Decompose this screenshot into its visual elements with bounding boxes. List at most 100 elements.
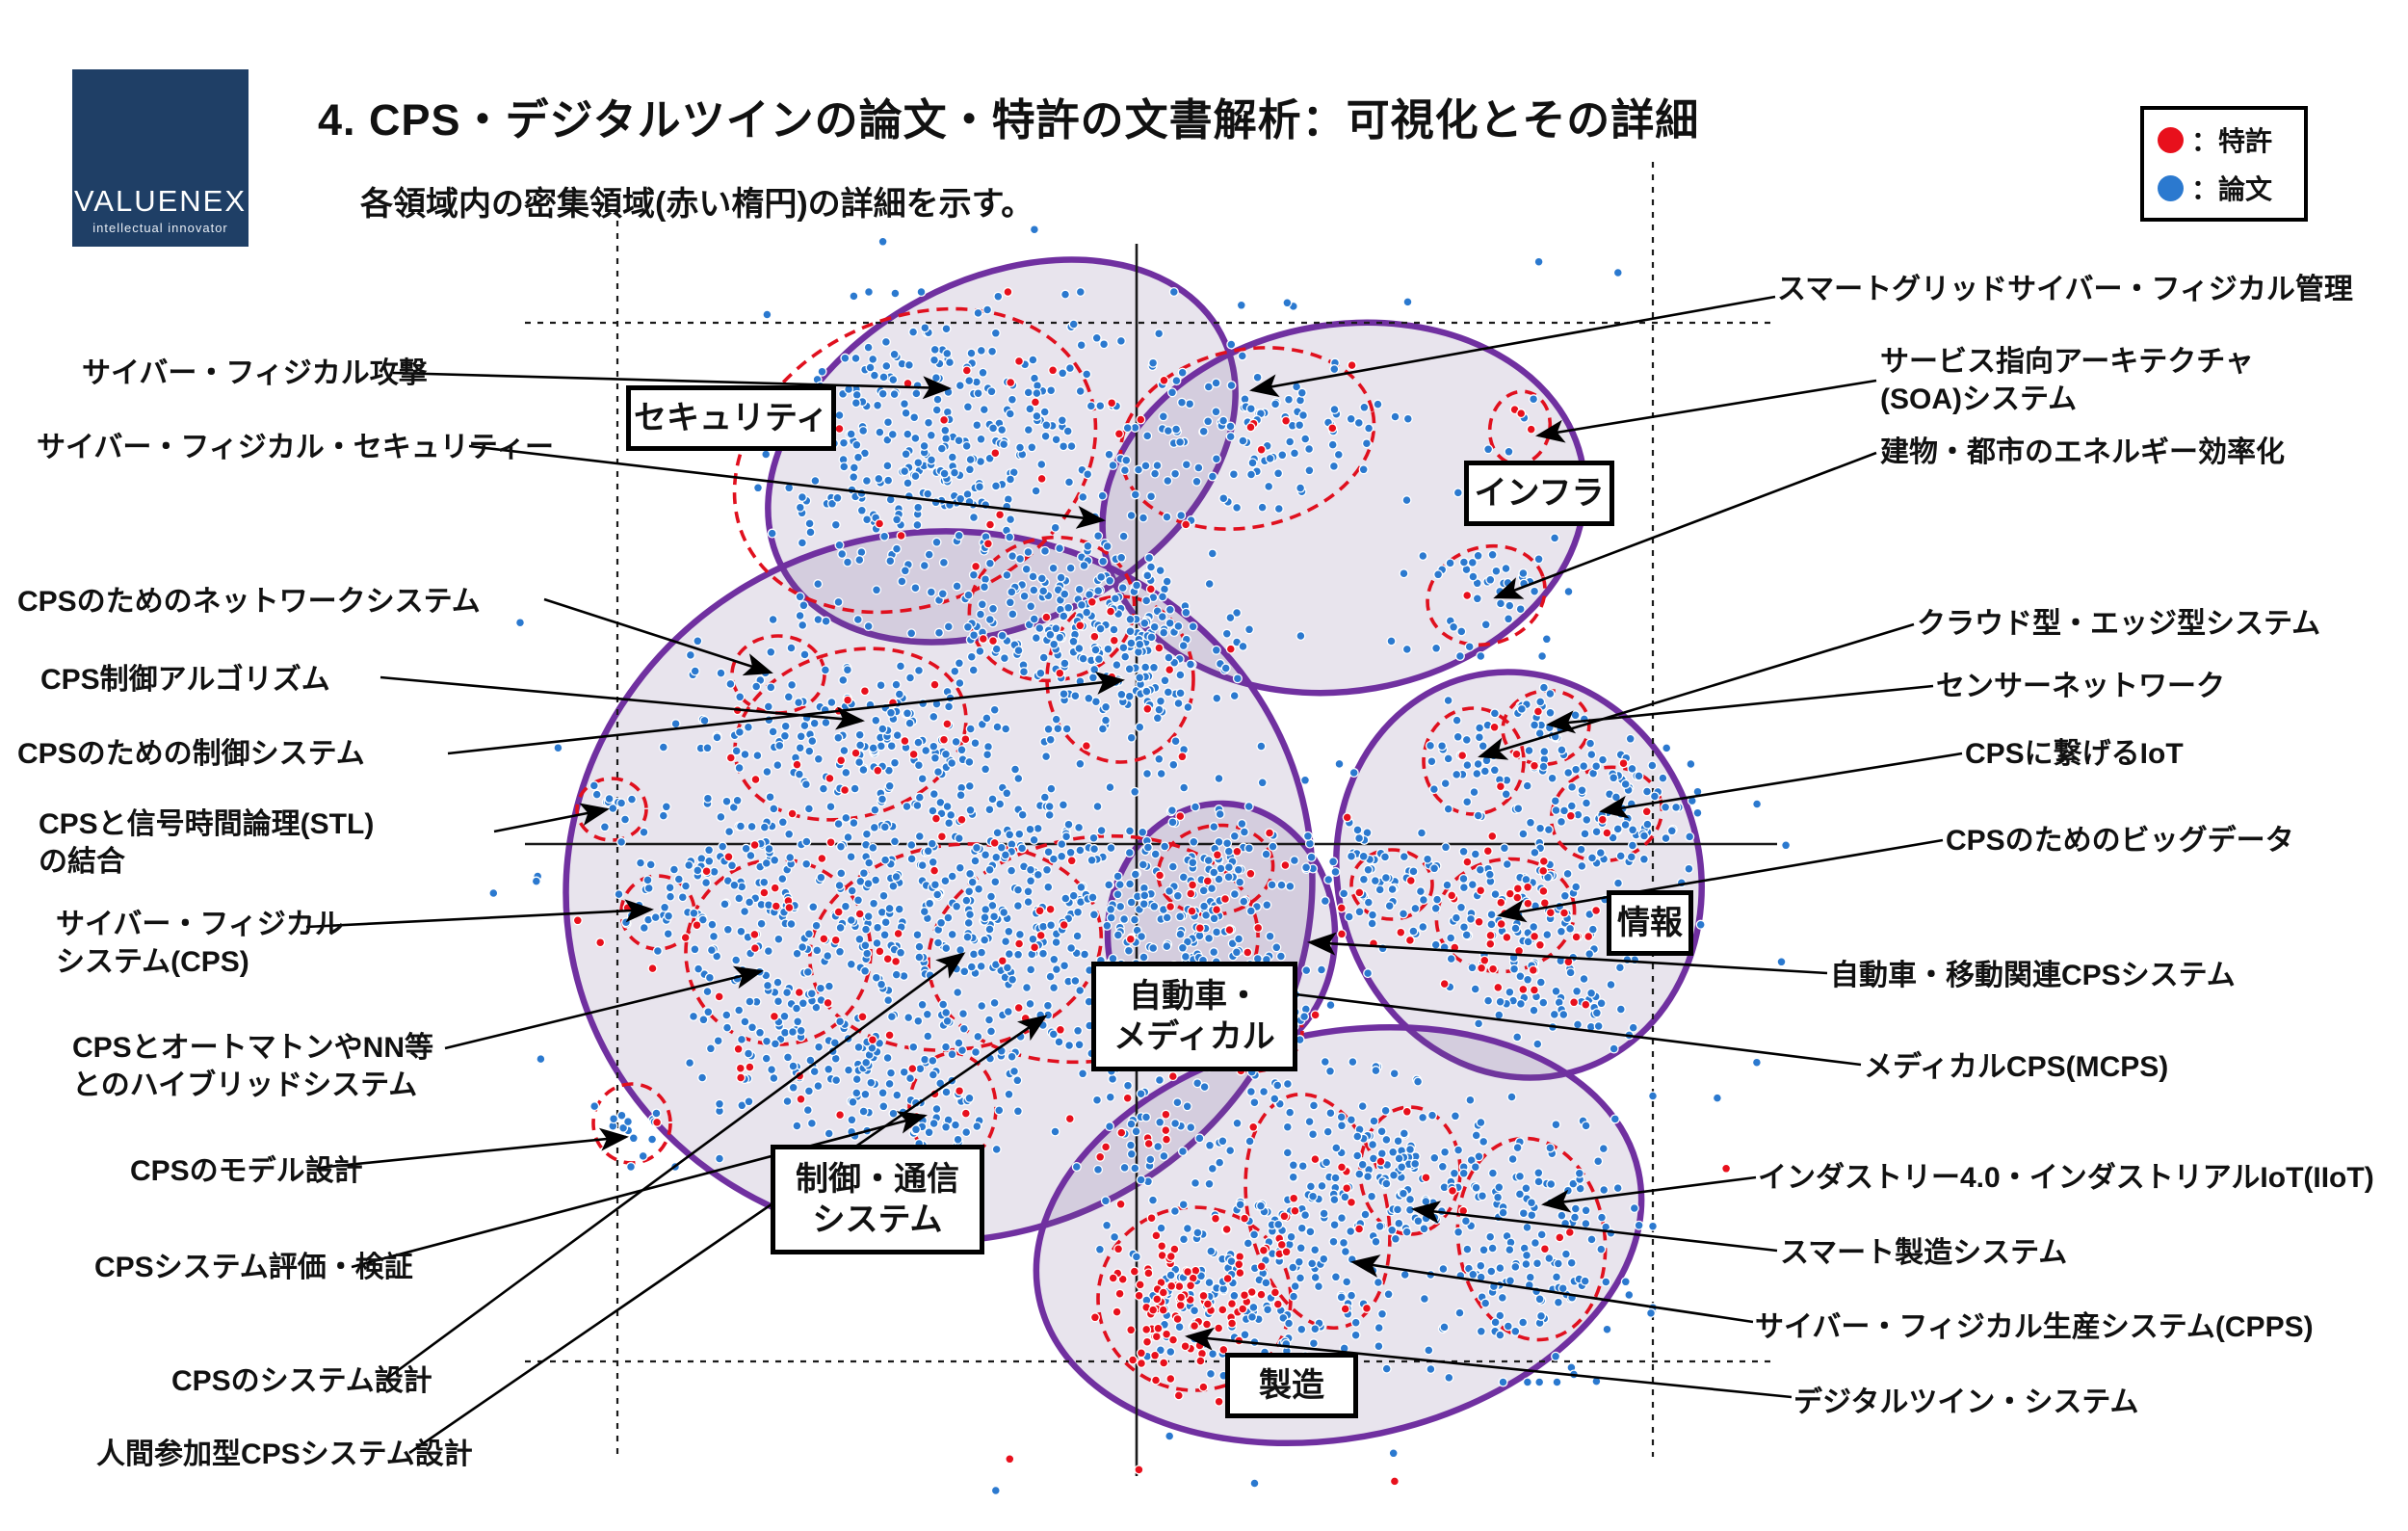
- annotation-arrow-3: [380, 675, 865, 730]
- annotation-arrow-12: [1249, 295, 1776, 398]
- paper-point: [1059, 441, 1069, 452]
- paper-point: [1106, 912, 1116, 923]
- paper-point: [1032, 388, 1042, 399]
- paper-point: [1076, 599, 1087, 610]
- paper-point: [975, 609, 986, 620]
- paper-point: [1752, 799, 1763, 809]
- paper-point: [746, 1022, 758, 1033]
- paper-point: [1535, 823, 1546, 833]
- paper-point: [1310, 1272, 1321, 1282]
- patent-point: [1405, 875, 1416, 886]
- annotation-arrow-23: [1350, 1254, 1754, 1324]
- paper-point: [878, 372, 889, 383]
- paper-point: [1248, 1302, 1259, 1312]
- paper-point: [1126, 510, 1137, 521]
- paper-point: [1125, 879, 1136, 889]
- paper-point: [1112, 930, 1123, 940]
- paper-point: [768, 614, 778, 625]
- paper-point: [734, 893, 745, 904]
- paper-point: [1363, 1172, 1374, 1182]
- paper-point: [1004, 926, 1014, 937]
- paper-point: [941, 324, 952, 334]
- paper-point: [919, 440, 929, 451]
- paper-point: [931, 537, 942, 547]
- paper-point: [1106, 904, 1116, 914]
- paper-point: [1104, 1122, 1115, 1132]
- patent-point: [1439, 979, 1450, 990]
- paper-point: [851, 398, 861, 409]
- patent-point: [1155, 870, 1165, 881]
- paper-point: [1506, 1092, 1517, 1102]
- paper-point: [982, 750, 993, 760]
- paper-point: [1429, 863, 1440, 874]
- paper-point: [1041, 864, 1053, 875]
- patent-point: [1565, 810, 1576, 821]
- paper-point: [1401, 495, 1412, 506]
- patent-point: [1530, 931, 1540, 941]
- paper-point: [1104, 880, 1114, 890]
- annotation-label-5: CPSと信号時間論理(STL) の結合: [39, 808, 375, 878]
- paper-point: [955, 677, 965, 689]
- paper-point: [1088, 910, 1099, 920]
- annotation-label-9: CPSシステム評価・検証: [94, 1252, 413, 1283]
- paper-point: [854, 757, 865, 768]
- paper-point: [1183, 701, 1193, 713]
- patent-point: [725, 752, 736, 763]
- paper-point: [895, 661, 906, 672]
- paper-point: [777, 817, 788, 828]
- paper-point: [1638, 854, 1649, 864]
- patent-point: [1148, 1305, 1159, 1315]
- patent-point: [784, 902, 795, 913]
- patent-point: [1158, 1305, 1168, 1315]
- patent-point: [1202, 1299, 1213, 1309]
- dense-area-ellipse: [1426, 543, 1547, 647]
- paper-point: [913, 665, 925, 675]
- paper-point: [795, 610, 805, 621]
- paper-point: [1581, 1218, 1591, 1229]
- paper-point: [981, 904, 991, 915]
- annotation-label-15: クラウド型・エッジ型システム: [1917, 608, 2321, 640]
- patent-point: [750, 774, 761, 785]
- paper-point: [1297, 409, 1309, 421]
- paper-point: [854, 934, 865, 944]
- paper-point: [1100, 1196, 1111, 1206]
- annotation-label-10: CPSのシステム設計: [171, 1365, 432, 1397]
- paper-point: [858, 868, 869, 879]
- annotation-arrow-7: [444, 965, 764, 1050]
- paper-point: [1538, 761, 1549, 772]
- paper-point: [821, 616, 831, 626]
- paper-point: [1226, 380, 1237, 391]
- paper-point: [1090, 645, 1101, 655]
- paper-point: [1218, 493, 1229, 504]
- paper-point: [762, 766, 772, 778]
- paper-point: [847, 1115, 857, 1125]
- paper-point: [1568, 1178, 1579, 1189]
- paper-point: [1074, 1040, 1085, 1050]
- paper-point: [1087, 673, 1098, 683]
- paper-point: [1609, 1043, 1619, 1054]
- paper-point: [1176, 397, 1188, 408]
- paper-point: [961, 895, 972, 906]
- paper-point: [983, 1015, 995, 1025]
- paper-point: [1008, 974, 1018, 985]
- paper-point: [685, 649, 695, 660]
- paper-point: [1268, 841, 1278, 852]
- paper-point: [699, 715, 710, 726]
- paper-point: [1132, 580, 1142, 591]
- paper-point: [863, 286, 875, 298]
- paper-point: [1368, 1139, 1378, 1150]
- paper-point: [877, 979, 887, 990]
- paper-point: [1173, 698, 1184, 709]
- paper-point: [1556, 926, 1566, 937]
- paper-point: [876, 680, 886, 691]
- paper-point: [746, 850, 756, 861]
- paper-point: [843, 1065, 854, 1075]
- patent-point: [1641, 806, 1652, 817]
- paper-point: [1612, 878, 1624, 888]
- paper-point: [912, 800, 923, 811]
- paper-point: [953, 1134, 963, 1145]
- paper-point: [984, 924, 995, 935]
- patent-point: [1539, 1244, 1550, 1254]
- paper-point: [903, 429, 913, 439]
- paper-point: [1228, 469, 1239, 480]
